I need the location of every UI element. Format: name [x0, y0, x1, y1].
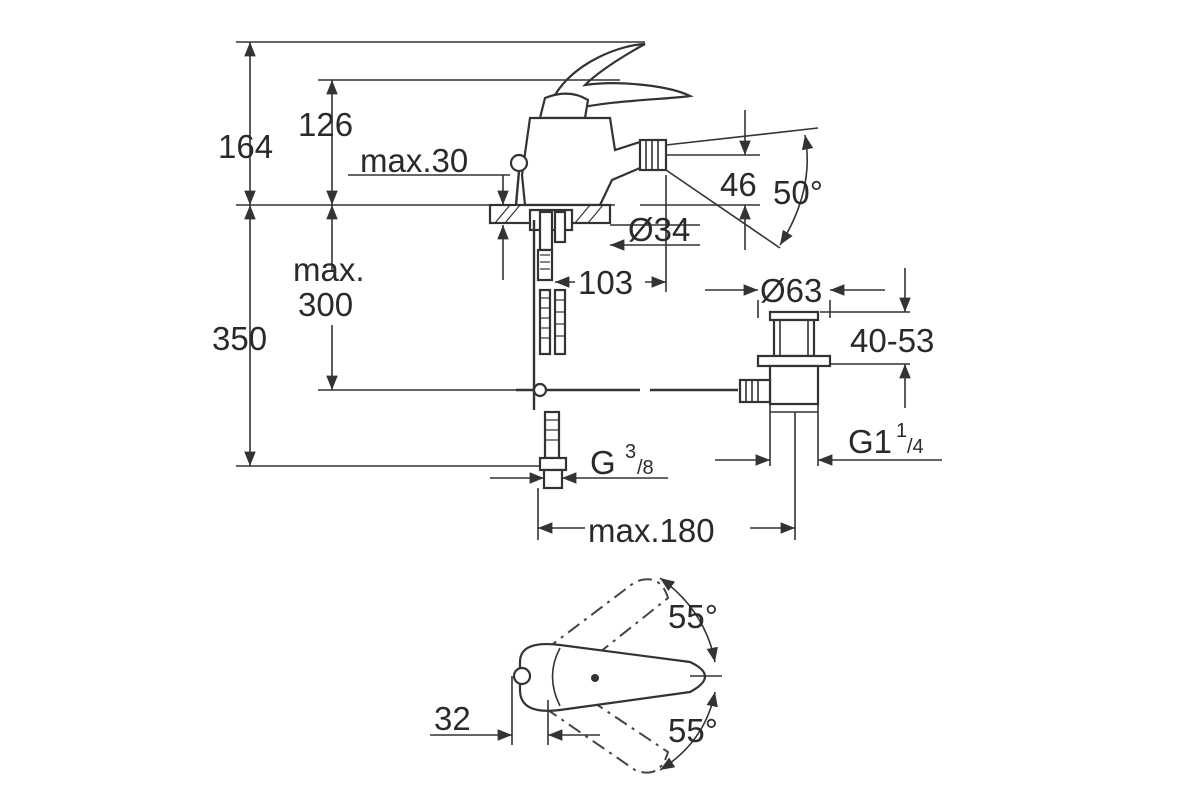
waste-valve	[738, 310, 832, 540]
dim-angle-55-top: 55°	[668, 598, 718, 635]
dim-300: 300	[298, 286, 353, 323]
faucet-top-view	[430, 577, 722, 774]
dim-max-label: max.	[293, 251, 365, 288]
thread-g38-main: G	[590, 444, 616, 481]
dim-max180: max.180	[588, 512, 715, 549]
thread-g38-numerator: 3	[625, 441, 636, 463]
dim-angle-55-bottom: 55°	[668, 712, 718, 749]
dim-40-53: 40-53	[850, 322, 934, 359]
thread-g38-denominator: /8	[637, 457, 654, 479]
dim-103: 103	[578, 264, 633, 301]
faucet-side-view	[488, 42, 738, 490]
dimension-lines	[236, 41, 942, 540]
dimension-labels: 164 126 max.30 46 50° Ø34 max. 300 350 1…	[212, 106, 934, 749]
dim-angle-50: 50°	[773, 174, 823, 211]
dim-dia63: Ø63	[760, 272, 822, 309]
dim-32: 32	[434, 700, 471, 737]
dim-max30: max.30	[360, 142, 468, 179]
thread-g114-main: G1	[848, 423, 892, 460]
dim-dia34: Ø34	[628, 211, 690, 248]
dim-164: 164	[218, 128, 273, 165]
dim-46: 46	[720, 166, 757, 203]
dim-126: 126	[298, 106, 353, 143]
thread-g38-label: G 3 /8	[590, 441, 654, 481]
thread-g114-numerator: 1	[896, 420, 907, 442]
dim-350: 350	[212, 320, 267, 357]
thread-g114-denominator: /4	[907, 436, 924, 458]
thread-g114-label: G1 1 /4	[848, 420, 924, 460]
